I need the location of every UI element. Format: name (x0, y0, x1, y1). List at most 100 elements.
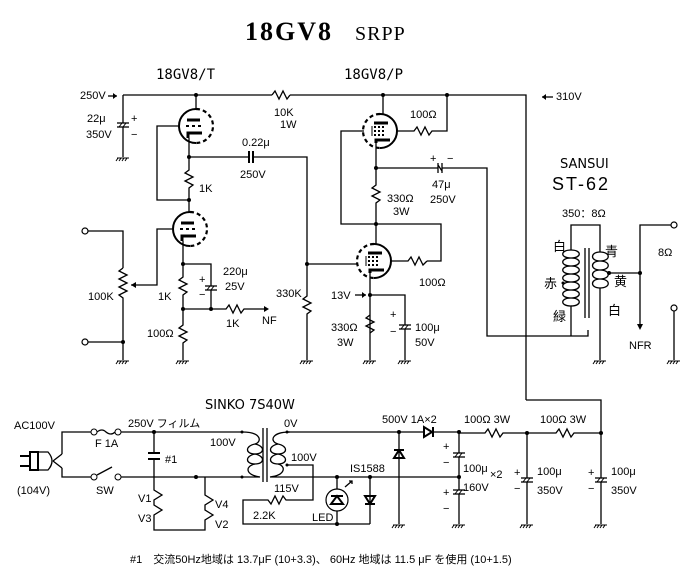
c-filter1-rating: 350V (537, 485, 563, 497)
speaker-terminal-ground[interactable] (670, 304, 678, 312)
tube-18gv8-t-upper (173, 107, 215, 145)
title-main: 18GV8 (245, 17, 333, 46)
wire (570, 224, 601, 252)
wire (376, 223, 442, 262)
wire-47u-to-ot (442, 167, 589, 337)
heater-v2: V2 (215, 519, 228, 531)
capacitor-220u (204, 285, 218, 291)
resistor-1k-cathode (177, 264, 189, 309)
r22k-value: 2.2K (253, 510, 276, 522)
arrow-head-icon (542, 94, 546, 100)
switch-terminal (114, 473, 122, 481)
wire-upper-pentode-grid (340, 130, 377, 225)
r330k-value: 330K (276, 288, 302, 300)
ot-center-tap-dot (561, 281, 565, 285)
ground-icon (397, 360, 412, 365)
ac-input-label: AC100V (14, 420, 56, 432)
ac-plug-icon (20, 451, 63, 471)
nfr-arrow-icon (637, 324, 643, 330)
c-doubler-mult: ×2 (490, 469, 503, 481)
input-terminal-ground[interactable] (81, 338, 89, 346)
r100-g2-bottom-value: 100Ω (419, 277, 446, 289)
pt-tap-0v: 0V (284, 418, 298, 430)
ot-secondary-coil-back (599, 251, 609, 289)
ot-ratio: 350：8Ω (562, 208, 606, 220)
tube-18gv8-p-upper (361, 112, 399, 150)
title-sub: SRPP (355, 23, 406, 45)
led-icon (329, 494, 345, 505)
input-terminal-hot[interactable] (81, 227, 89, 235)
arrow-head-icon (362, 292, 366, 298)
arrow-head-icon (113, 93, 117, 99)
fuse-terminal (90, 428, 98, 436)
minus-sign: − (588, 483, 594, 495)
ground-icon (592, 360, 607, 365)
heater-chain (153, 477, 215, 531)
r1k-nf-value: 1K (226, 318, 240, 330)
minus-sign: − (390, 326, 396, 338)
c220u-value: 220μ (223, 266, 248, 278)
c22u-rating: 350V (86, 129, 112, 141)
speaker-terminal-hot[interactable] (670, 221, 678, 229)
nfr-label: NFR (629, 340, 652, 352)
minus-sign: − (447, 153, 453, 165)
r100-3w-b-label: 100Ω 3W (540, 414, 587, 426)
r330-mid-value: 330Ω (387, 193, 414, 205)
power-switch-lever[interactable] (96, 466, 113, 476)
tube-18gv8-p-lower (355, 242, 393, 280)
nf-label: NF (262, 315, 277, 327)
c100u-50v-value: 100μ (415, 322, 440, 334)
capacitor-47u (437, 163, 443, 173)
capacitor-022u (248, 151, 254, 163)
junction-dot (457, 475, 461, 479)
ground-icon (519, 524, 534, 529)
junction-dot (335, 522, 339, 526)
resistor-330-3w-mid (370, 168, 382, 224)
r10k-value: 10K (274, 107, 294, 119)
c-filter1-value: 100μ (537, 466, 562, 478)
resistor-2-2k (242, 464, 370, 525)
ot-secondary-tap-white: 白 (608, 303, 621, 319)
c-doubler-value: 100μ (463, 463, 488, 475)
ot-secondary-tap-yellow: 黄 (614, 275, 627, 290)
rectifier-label: 500V 1A×2 (382, 414, 437, 426)
ot-primary-tap-green: 緑 (553, 310, 566, 325)
led-label: LED (312, 512, 333, 524)
power-switch[interactable] (90, 473, 98, 481)
r330-mid-rating: 3W (393, 206, 410, 218)
ground-icon (175, 360, 190, 365)
capacitor-filter-2 (594, 477, 608, 483)
minus-sign: − (199, 289, 205, 301)
resistor-1k-nf (183, 303, 264, 315)
wire (639, 224, 671, 273)
r100-g2-top-value: 100Ω (410, 109, 437, 121)
c22u-value: 22μ (87, 113, 106, 125)
resistor-330-3w-bottom (364, 314, 376, 334)
wire (61, 468, 91, 478)
heater-v1: V1 (138, 493, 151, 505)
rectifier-diode-bottom (392, 448, 406, 459)
ground-icon (362, 360, 377, 365)
ground-icon (299, 360, 314, 365)
wire (61, 431, 92, 454)
potentiometer-100k[interactable] (117, 267, 129, 342)
c-filter2-value: 100μ (611, 466, 636, 478)
resistor-100-g2-bottom (390, 255, 428, 267)
capacitor-filter-1 (520, 477, 534, 483)
resistor-100-3w-a (459, 427, 527, 439)
wire (253, 156, 308, 290)
minus-sign: − (514, 483, 520, 495)
r1k-cathode-value: 1K (158, 291, 172, 303)
footnote: #1 交流50Hz地域は 13.7μF (10+3.3)、 60Hz 地域は 1… (130, 552, 512, 566)
power-transformer-label: SINKO 7S40W (205, 398, 295, 413)
wire (526, 399, 602, 433)
ground-icon (391, 524, 406, 529)
wire-upper-grid (156, 125, 189, 201)
resistor-100-g2-top (396, 95, 448, 137)
ot-model: ST-62 (552, 174, 610, 194)
pt-tap-100v: 100V (291, 452, 317, 464)
plus-sign: + (443, 487, 449, 499)
ot-core (584, 248, 590, 318)
pot-wiper-arrow-icon (131, 282, 136, 288)
